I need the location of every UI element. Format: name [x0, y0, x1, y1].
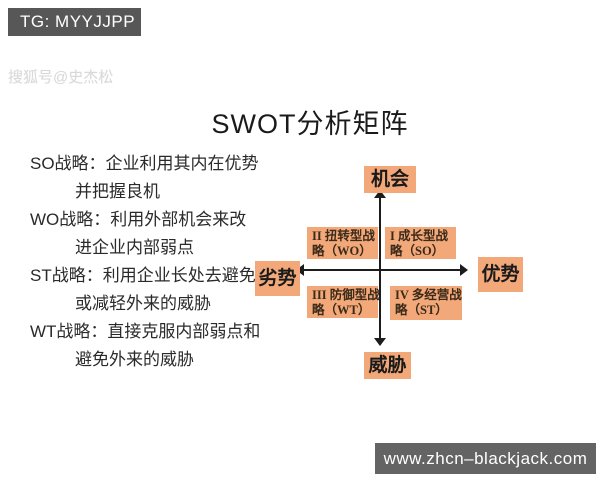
strategy-item-st: ST战略：利用企业长处去避免 或减轻外来的威胁 — [30, 262, 280, 318]
quadrant-so-line1: I 成长型战 — [390, 229, 448, 243]
arrow-left-icon — [296, 264, 304, 276]
quadrant-wt-line2: 略（WT） — [312, 303, 371, 317]
quadrant-st-line1: IV 多经营战 — [395, 288, 462, 302]
quadrant-so-line2: 略（SO） — [390, 244, 445, 258]
tg-banner-label: TG: MYYJJPP — [20, 12, 136, 31]
strength-label-box: 优势 — [478, 257, 523, 292]
quadrant-wo-box: II 扭转型战 略（WO） — [307, 227, 378, 259]
quadrant-st-line2: 略（ST） — [395, 303, 448, 317]
strategy-item-wt: WT战略：直接克服内部弱点和 避免外来的威胁 — [30, 318, 280, 374]
strategy-st-line2: 或减轻外来的威胁 — [75, 294, 211, 313]
strategy-so-line1: SO战略：企业利用其内在优势 — [30, 154, 259, 173]
arrow-up-icon — [374, 190, 386, 198]
opportunity-label-box: 机会 — [364, 166, 416, 193]
quadrant-so-box: I 成长型战 略（SO） — [385, 227, 456, 259]
strategy-wo-line1: WO战略：利用外部机会来改 — [30, 210, 247, 229]
horizontal-axis-line — [303, 269, 463, 271]
arrow-right-icon — [460, 264, 468, 276]
sohu-watermark: 搜狐号@史杰松 — [8, 69, 114, 86]
quadrant-wt-line1: III 防御型战 — [312, 288, 380, 302]
page-title: SWOT分析矩阵 — [211, 109, 409, 139]
weakness-label-box: 劣势 — [255, 261, 300, 296]
quadrant-st-box: IV 多经营战 略（ST） — [390, 286, 462, 320]
vertical-axis-line — [379, 197, 381, 339]
strategy-so-line2: 并把握良机 — [75, 182, 160, 201]
strategy-st-line1: ST战略：利用企业长处去避免 — [30, 266, 256, 285]
url-banner: www.zhcn–blackjack.com — [375, 443, 596, 474]
arrow-down-icon — [374, 338, 386, 346]
strategy-wo-line2: 进企业内部弱点 — [75, 238, 194, 257]
quadrant-wo-line2: 略（WO） — [312, 244, 372, 258]
quadrant-wt-box: III 防御型战 略（WT） — [307, 286, 380, 318]
quadrant-wo-line1: II 扭转型战 — [312, 229, 375, 243]
strategy-wt-line1: WT战略：直接克服内部弱点和 — [30, 322, 261, 341]
tg-banner: TG: MYYJJPP — [8, 8, 141, 36]
threat-label-box: 威胁 — [364, 352, 411, 379]
strategy-item-so: SO战略：企业利用其内在优势 并把握良机 — [30, 150, 280, 206]
strategy-item-wo: WO战略：利用外部机会来改 进企业内部弱点 — [30, 206, 280, 262]
strategy-wt-line2: 避免外来的威胁 — [75, 350, 194, 369]
strategy-list: SO战略：企业利用其内在优势 并把握良机 WO战略：利用外部机会来改 进企业内部… — [30, 150, 280, 374]
